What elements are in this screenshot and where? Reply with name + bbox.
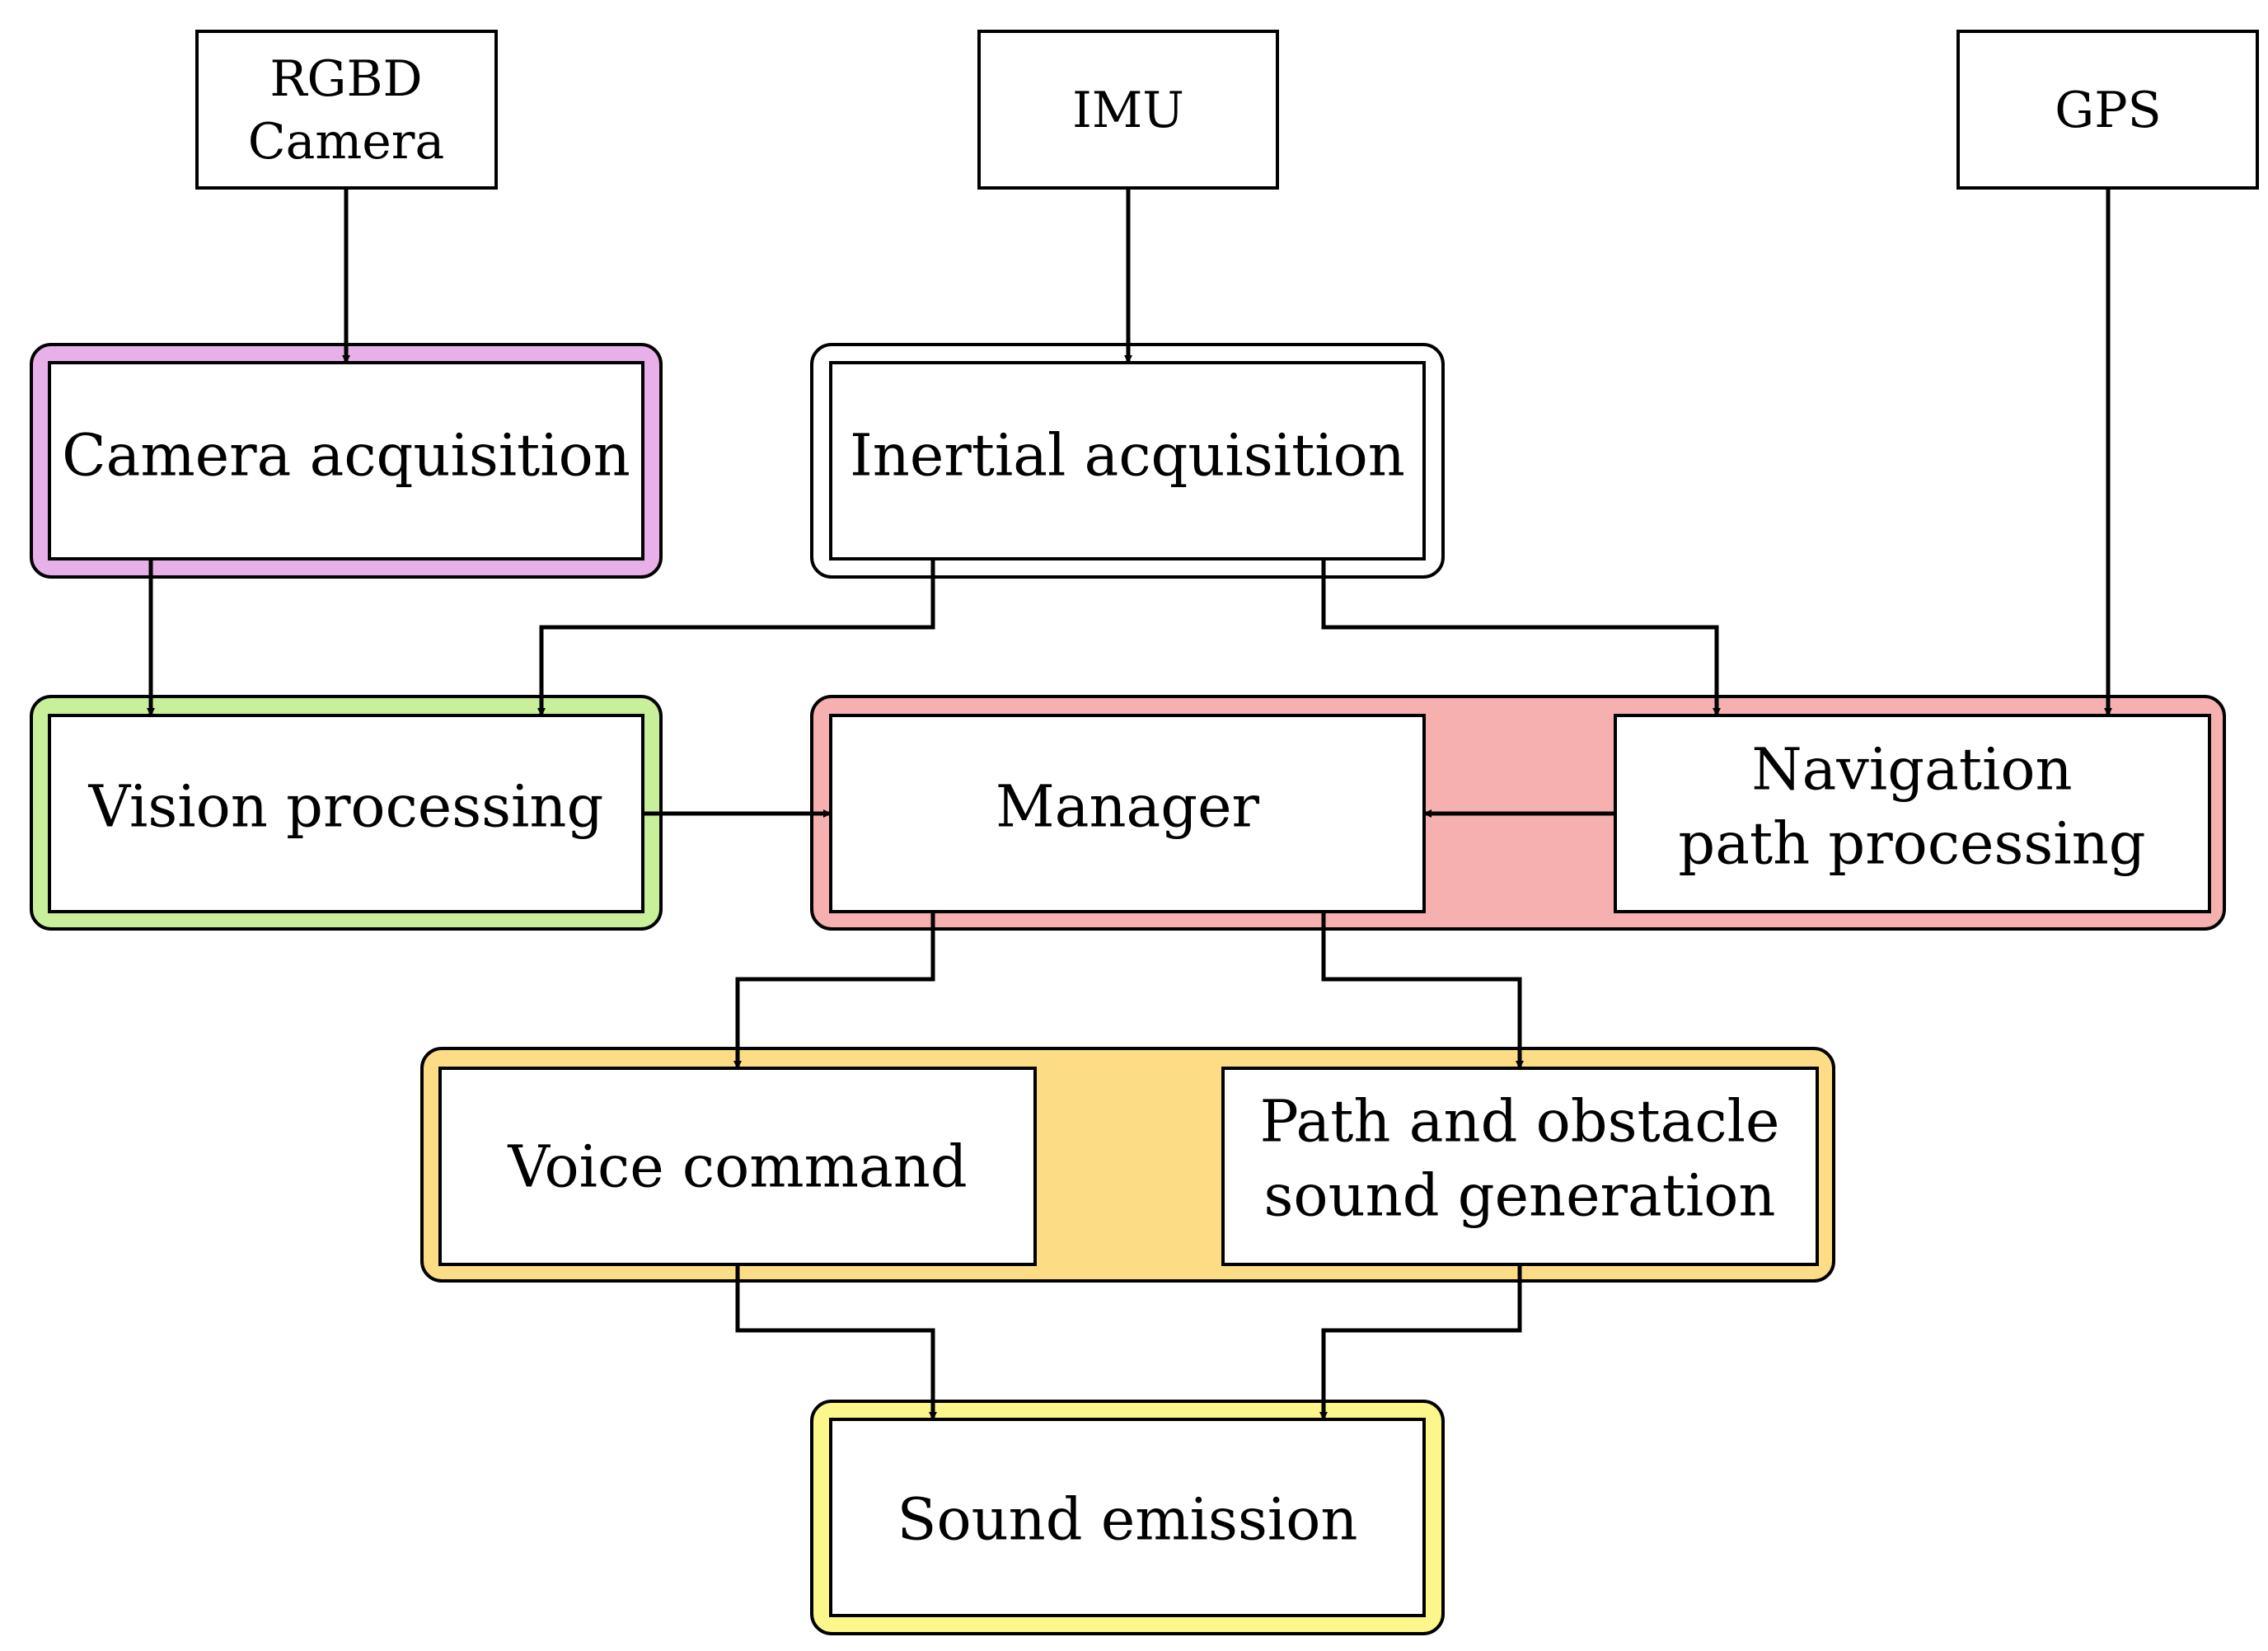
path-obstacle-sound-label-line: sound generation [1264,1162,1776,1230]
navigation-path-processing-label-line: Navigation [1751,736,2072,804]
path-obstacle-sound-box [1221,1067,1819,1266]
rgbd-camera-label-line: Camera [248,113,445,171]
camera-acquisition-label-line: Camera acquisition [62,422,630,490]
navigation-path-processing-label-line: path processing [1678,810,2145,878]
voice-command-box [438,1067,1037,1266]
voice-command-label: Voice command [507,1133,967,1201]
gps-box [1956,30,2259,190]
camera-acquisition-box [48,361,644,560]
sound-emission-label-line: Sound emission [897,1486,1358,1554]
sound-emission-label: Sound emission [897,1486,1358,1554]
vision-processing-label-line: Vision processing [88,773,604,841]
arrow-manager-to-sound-generation [1321,912,1524,1069]
imu-box [977,30,1279,190]
gps-label-line: GPS [2055,82,2161,139]
voice-command-label-line: Voice command [507,1133,967,1201]
inertial-acquisition-label-line: Inertial acquisition [850,422,1405,490]
arrow-voice-command-to-emission [735,1264,937,1420]
imu-label: IMU [1072,82,1184,139]
imu-label-line: IMU [1072,82,1184,139]
arrow-sound-generation-to-emission [1319,1264,1522,1420]
vision-processing-label: Vision processing [88,773,604,841]
vision-processing-box [48,714,644,913]
arrow-inertial-to-navigation [1321,559,1721,716]
path-obstacle-sound-label-line: Path and obstacle [1260,1088,1780,1156]
gps-label: GPS [2055,82,2161,139]
arrow-manager-to-voice-command [733,912,935,1069]
sound-emission-box [829,1418,1426,1617]
manager-label: Manager [996,773,1259,841]
rgbd-camera-box [195,30,498,190]
navigation-path-processing-box [1614,714,2211,913]
inertial-acquisition-box [829,361,1426,560]
arrow-inertial-to-vision [537,559,935,716]
manager-label-line: Manager [996,773,1259,841]
manager-box [829,714,1426,913]
camera-acquisition-label: Camera acquisition [62,422,630,490]
rgbd-camera-label-line: RGBD [269,50,422,108]
inertial-acquisition-label: Inertial acquisition [850,422,1405,490]
